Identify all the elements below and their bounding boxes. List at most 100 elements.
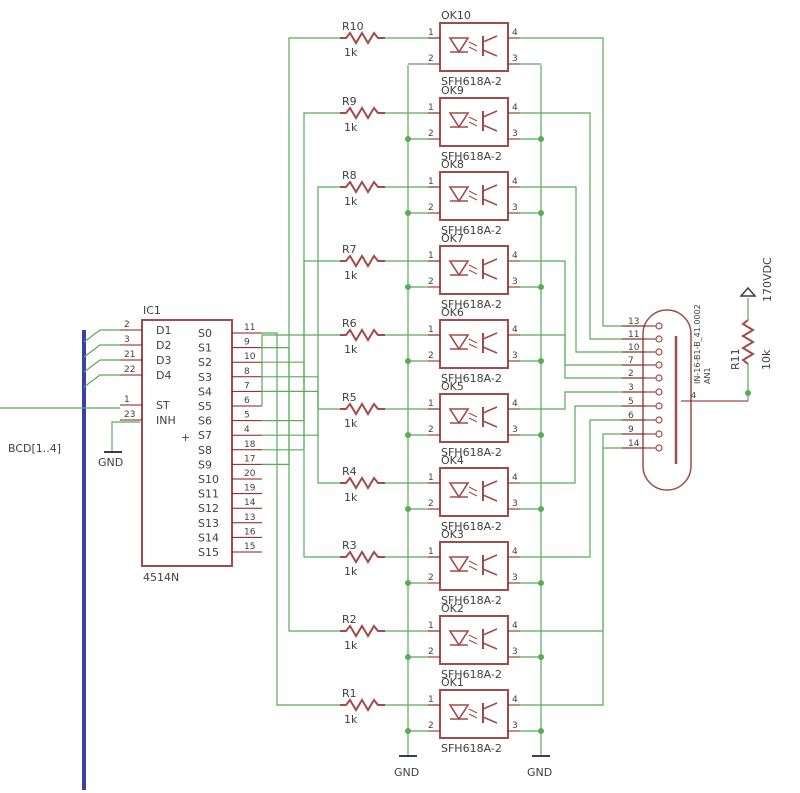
opto-body xyxy=(439,22,509,72)
ic1-pin-number: 8 xyxy=(244,367,250,377)
led-icon xyxy=(448,186,470,203)
opto-pin-number: 3 xyxy=(512,721,518,731)
opto-pin-number: 1 xyxy=(428,399,434,409)
output-wire xyxy=(520,419,646,558)
resistor-body xyxy=(340,180,385,194)
ic1-value: 4514N xyxy=(143,571,179,584)
supply-label: 170VDC xyxy=(761,257,774,302)
resistor-body xyxy=(340,106,385,120)
resistor-ref: R3 xyxy=(342,539,357,552)
opto-pin-number: 3 xyxy=(512,647,518,657)
opto-body xyxy=(439,467,509,517)
led-icon xyxy=(448,112,470,129)
opto-value: SFH618A-2 xyxy=(441,150,502,163)
opto-ref: OK2 xyxy=(441,602,464,615)
opto-ref: OK8 xyxy=(441,158,464,171)
ic1-body xyxy=(141,319,233,567)
tube-pin-number: 3 xyxy=(628,383,634,393)
opto-ref: OK10 xyxy=(441,9,471,22)
opto-value: SFH618A-2 xyxy=(441,446,502,459)
output-wire xyxy=(520,260,646,366)
tube-pin-number: 9 xyxy=(628,425,634,435)
resistor-ref: R7 xyxy=(342,243,357,256)
opto-pin-number: 3 xyxy=(512,499,518,509)
ic1-pin-name: S13 xyxy=(198,517,219,530)
resistor-ref: R6 xyxy=(342,317,357,330)
led-icon xyxy=(448,482,470,499)
opto-pin-number: 4 xyxy=(512,177,518,187)
opto-pin-number: 1 xyxy=(428,28,434,38)
opto-pin-number: 1 xyxy=(428,103,434,113)
tube-anode-pin-num: 4 xyxy=(691,391,696,400)
resistor-ref: R10 xyxy=(342,20,364,33)
tube-cathode xyxy=(655,335,663,343)
opto-pin-number: 3 xyxy=(512,277,518,287)
ic1-pin-name: S7 xyxy=(198,429,212,442)
opto-value: SFH618A-2 xyxy=(441,742,502,755)
resistor-value: 1k xyxy=(344,713,358,726)
ic-gnd-label: GND xyxy=(98,456,123,469)
ic1-pin-number: 18 xyxy=(244,440,256,450)
tube-pin-number: 13 xyxy=(628,317,639,327)
tube-value: IN-16-B1-B_41.0002 xyxy=(693,304,702,384)
ic1-pin-number: 20 xyxy=(244,469,256,479)
output-wire xyxy=(520,112,646,340)
opto-pin-number: 3 xyxy=(512,425,518,435)
tube-cathode xyxy=(655,322,663,330)
opto-pin-number: 1 xyxy=(428,547,434,557)
opto-pin-number: 4 xyxy=(512,28,518,38)
ic1-pin-number: 1 xyxy=(124,395,130,405)
supply-symbol xyxy=(739,286,757,297)
resistor-body xyxy=(340,476,385,490)
output-wire xyxy=(520,391,646,410)
opto-pin-number: 3 xyxy=(512,129,518,139)
opto-ref: OK3 xyxy=(441,528,464,541)
ic1-pin-name: D4 xyxy=(156,369,171,382)
opto-ref: OK6 xyxy=(441,306,464,319)
opto-body xyxy=(439,689,509,739)
tube-pin-number: 14 xyxy=(628,439,640,449)
tube-envelope xyxy=(642,309,692,491)
ic1-pin-name: S10 xyxy=(198,473,219,486)
opto-pin-number: 1 xyxy=(428,473,434,483)
ic1-pin-number: 9 xyxy=(244,338,250,348)
opto-ref: OK1 xyxy=(441,676,464,689)
output-wire xyxy=(520,186,646,353)
led-icon xyxy=(448,630,470,647)
decoder-wire xyxy=(261,334,340,406)
gnd-rails: GND GND xyxy=(394,65,552,779)
ic1-pin-name: D3 xyxy=(156,354,171,367)
ic1-pin-name: S5 xyxy=(198,400,212,413)
ic1-pin-number: 16 xyxy=(244,527,256,537)
ic1-pin-number: 14 xyxy=(244,498,256,508)
opto-pin-number: 2 xyxy=(428,129,434,139)
ic1-pin-number: 6 xyxy=(244,396,250,406)
decoder-wire xyxy=(262,361,340,558)
ic1-pin-name: S3 xyxy=(198,371,212,384)
opto-pin-number: 2 xyxy=(428,277,434,287)
ic1-pin-name: S12 xyxy=(198,502,219,515)
ic1-pin-number: 21 xyxy=(124,350,135,360)
opto-value: SFH618A-2 xyxy=(441,520,502,533)
resistor-ref: R9 xyxy=(342,95,357,108)
opto-pin-number: 2 xyxy=(428,647,434,657)
resistor-value: 1k xyxy=(344,343,358,356)
tube-cathode xyxy=(655,402,663,410)
opto-body xyxy=(439,245,509,295)
r11-value: 10k xyxy=(760,349,773,370)
opto-ref: OK5 xyxy=(441,380,464,393)
gnd-left-label: GND xyxy=(394,766,419,779)
opto-value: SFH618A-2 xyxy=(441,594,502,607)
output-wire xyxy=(520,433,646,632)
opto-pin-number: 4 xyxy=(512,695,518,705)
